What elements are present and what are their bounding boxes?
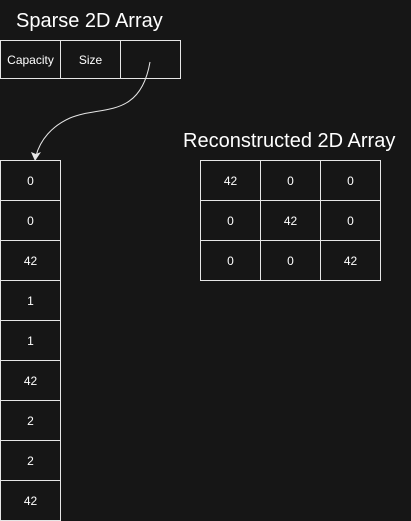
- grid-cell: 0: [261, 241, 321, 280]
- capacity-field: Capacity: [1, 41, 61, 78]
- sparse-array-title: Sparse 2D Array: [16, 10, 163, 32]
- reconstructed-array-title: Reconstructed 2D Array: [183, 130, 396, 152]
- grid-cell: 42: [343, 253, 358, 268]
- data-pointer-field: [121, 41, 180, 78]
- array-cell: 0: [1, 201, 60, 241]
- grid-cell: 42: [261, 201, 321, 240]
- grid-cell: 0: [201, 241, 261, 280]
- grid-row: 0 0 42: [201, 241, 380, 280]
- grid-cell: 0: [261, 161, 321, 200]
- array-cell: 2: [1, 441, 60, 481]
- grid-cell: 0: [347, 173, 354, 188]
- array-cell: 42: [1, 241, 60, 281]
- grid-cell: 0: [201, 201, 261, 240]
- size-field: Size: [61, 41, 121, 78]
- array-cell: 0: [1, 161, 60, 201]
- grid-row: 42 0 0: [201, 161, 380, 201]
- array-cell: 42: [1, 361, 60, 401]
- array-cell: 1: [1, 321, 60, 361]
- grid-cell: 42: [201, 161, 261, 200]
- sparse-array-struct: Capacity Size: [0, 40, 181, 79]
- array-cell: 2: [1, 401, 60, 441]
- reconstructed-grid: 42 0 0 0 42 0 0 0 42: [200, 160, 381, 281]
- grid-row: 0 42 0: [201, 201, 380, 241]
- array-cell: 1: [1, 281, 60, 321]
- values-array: 0 0 42 1 1 42 2 2 42: [0, 160, 61, 521]
- array-cell: 42: [23, 493, 38, 508]
- grid-cell: 0: [347, 213, 354, 228]
